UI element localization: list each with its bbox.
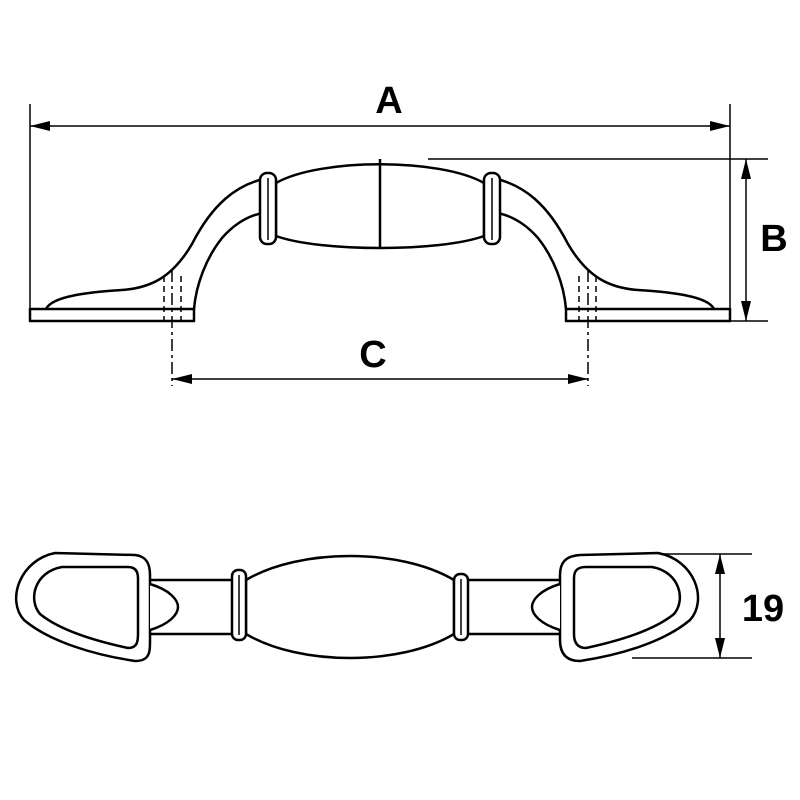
dim-c-label: C	[359, 334, 386, 376]
dim-a-label: A	[375, 80, 402, 122]
right-foot	[491, 176, 716, 310]
right-knob	[530, 582, 561, 632]
left-base-top-inner	[32, 565, 140, 650]
left-arch-inner	[192, 210, 269, 310]
left-knob	[149, 582, 180, 632]
right-arch-inner	[491, 210, 568, 310]
left-foot	[44, 176, 269, 310]
right-base-plate	[564, 307, 732, 323]
left-base-top	[14, 551, 152, 663]
top-view	[14, 551, 700, 663]
screw-holes	[163, 276, 597, 321]
right-base-top-inner	[572, 565, 682, 650]
right-base-top	[558, 551, 700, 663]
ceramic-barrel-top	[244, 554, 456, 660]
left-base-plate	[28, 307, 196, 323]
dim-depth-label: 19	[742, 588, 784, 630]
side-view	[28, 159, 732, 323]
dimension-lines	[29, 104, 768, 659]
dim-b-label: B	[760, 218, 787, 260]
